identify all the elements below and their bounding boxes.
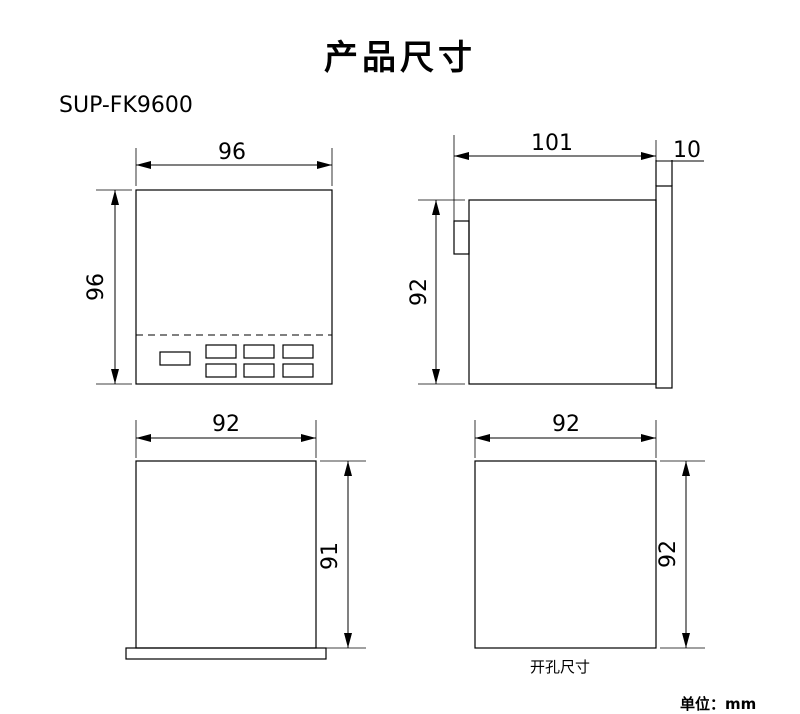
front-key — [282, 344, 314, 359]
arrow-down-icon — [344, 633, 352, 648]
arrow-down-icon — [111, 369, 119, 384]
front-key — [205, 363, 237, 378]
arrow-up-icon — [432, 200, 440, 215]
side-depth-label: 101 — [531, 131, 573, 156]
side-flange-label: 10 — [673, 138, 701, 163]
arrow-right-icon — [301, 434, 316, 442]
arrow-left-icon — [454, 152, 469, 160]
cutout-view: 92 92 — [474, 412, 705, 649]
front-height-label: 96 — [84, 273, 109, 301]
unit-label: 单位：mm — [680, 695, 757, 713]
page-title: 产品尺寸 — [324, 38, 476, 78]
side-body-outline — [468, 199, 657, 385]
cutout-outline — [474, 460, 657, 649]
front-panel-outline — [135, 189, 333, 385]
cutout-width-label: 92 — [552, 412, 580, 437]
front-key — [243, 344, 275, 359]
front-width-label: 96 — [218, 140, 246, 165]
arrow-left-icon — [136, 434, 151, 442]
body-view: 92 91 — [125, 412, 366, 660]
arrow-right-icon — [641, 152, 656, 160]
arrow-right-icon — [641, 434, 656, 442]
arrow-up-icon — [111, 190, 119, 205]
side-terminal-block — [453, 220, 470, 255]
arrow-left-icon — [136, 161, 151, 169]
arrow-up-icon — [682, 461, 690, 476]
front-display-window — [159, 351, 191, 366]
side-front-flange — [655, 185, 673, 389]
cutout-height-label: 92 — [656, 540, 681, 568]
model-label: SUP-FK9600 — [59, 93, 193, 118]
body-outline — [135, 460, 317, 649]
front-key — [205, 344, 237, 359]
arrow-down-icon — [432, 369, 440, 384]
body-width-label: 92 — [212, 412, 240, 437]
arrow-up-icon — [344, 461, 352, 476]
front-key — [282, 363, 314, 378]
front-key — [243, 363, 275, 378]
front-view: 96 96 — [84, 140, 333, 385]
body-base-flange — [125, 647, 327, 660]
side-height-label: 92 — [407, 278, 432, 306]
arrow-left-icon — [475, 434, 490, 442]
body-height-label: 91 — [318, 542, 343, 570]
arrow-down-icon — [682, 633, 690, 648]
side-view: 101 10 92 — [407, 131, 704, 389]
cutout-caption: 开孔尺寸 — [530, 658, 591, 676]
arrow-right-icon — [317, 161, 332, 169]
